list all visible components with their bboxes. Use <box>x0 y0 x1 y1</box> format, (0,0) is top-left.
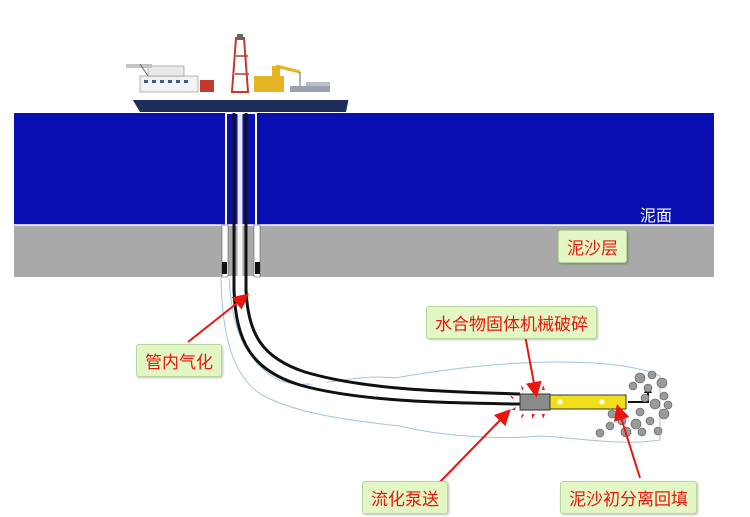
pipe-gasification-label: 管内气化 <box>136 344 222 377</box>
hydrate-crushing-label: 水合物固体机械破碎 <box>426 306 597 339</box>
casing-left <box>221 224 229 278</box>
drill-ship <box>126 34 350 112</box>
sediment-layer-label: 泥沙层 <box>558 230 627 263</box>
arrow-fluidized-pumping <box>437 409 511 485</box>
separation-tool <box>549 394 627 410</box>
arrow-hydrate-crushing <box>523 329 542 398</box>
tool-port-1 <box>557 399 563 405</box>
tool-flow-arrow <box>628 390 649 403</box>
casing-right <box>253 224 261 278</box>
sea-water <box>14 113 714 225</box>
drill-pipe-inner <box>244 113 521 396</box>
drill-pipe-bore <box>237 113 521 402</box>
tool-port-2 <box>599 399 605 405</box>
rock-fragments <box>595 370 673 438</box>
sand-separation-backfill-label: 泥沙初分离回填 <box>560 481 697 514</box>
casing-shoe-right <box>255 262 260 274</box>
fluidized-pumping-label: 流化泵送 <box>362 481 448 514</box>
mud-surface-label: 泥面 <box>640 206 673 225</box>
casing-shoe-left <box>222 262 227 274</box>
arrow-sand-separation <box>613 404 641 479</box>
arrow-pipe-gasification <box>187 293 250 343</box>
drill-pipe-outer <box>232 113 521 406</box>
